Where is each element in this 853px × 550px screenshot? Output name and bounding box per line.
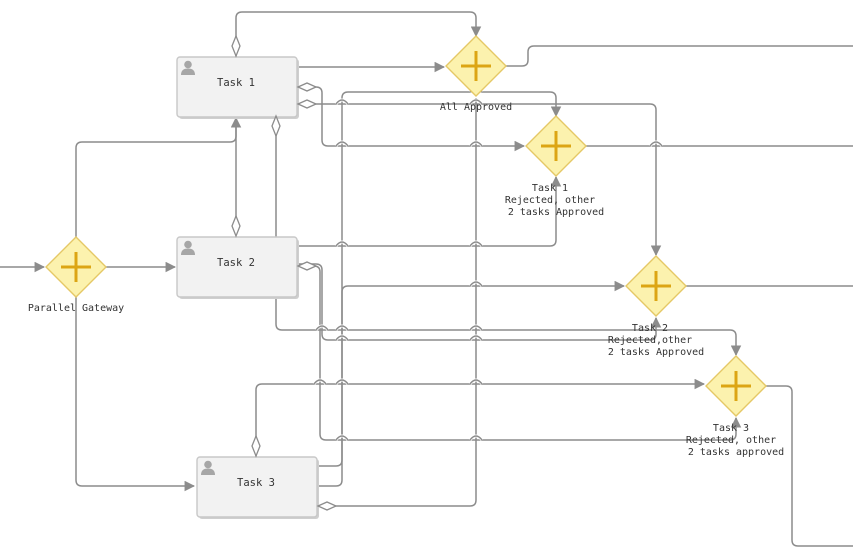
flow-task3-top-to-task3-rejected[interactable] [255,378,706,457]
connection-handle[interactable] [271,114,281,138]
task-1[interactable]: Task 1 [176,56,299,119]
plus-icon [541,131,571,161]
task-3-label: Task 3 [237,477,275,489]
connection-handle[interactable] [296,82,318,92]
parallel-gateway[interactable] [45,236,107,298]
hop [469,241,483,247]
plus-icon [61,252,91,282]
hop [335,99,349,105]
connection-handles [231,34,338,511]
hop [469,141,483,147]
hop [469,335,483,341]
all-approved-gateway[interactable] [445,35,507,97]
flow-parallel-to-task1[interactable] [75,116,242,237]
user-icon [181,240,195,255]
hop [335,241,349,247]
flow-task3-to-all-approved-b[interactable] [318,98,477,507]
flow-task2-to-task1-rejected[interactable] [298,175,562,247]
hop [335,325,349,331]
hop [469,325,483,331]
sequence-flows [0,11,853,547]
task2-rejected-gateway[interactable] [625,255,687,317]
parallel-gateway-label: Parallel Gateway [28,303,124,314]
task3-rejected-label: Task 3 Rejected, other 2 tasks approved [686,423,784,458]
flow-task3-rejected-out[interactable] [766,385,853,547]
connection-handle[interactable] [231,214,241,238]
connection-handle[interactable] [251,434,261,458]
connection-handle[interactable] [231,34,241,58]
hop [313,379,327,385]
flow-task1-to-task2-rejected[interactable] [298,103,662,257]
hop [335,335,349,341]
hop [469,379,483,385]
line-jumps [312,86,664,441]
task3-rejected-gateway[interactable] [705,355,767,417]
flow-task3-to-task2-rejected[interactable] [316,280,626,487]
hop [335,141,349,147]
user-icon [201,460,215,475]
task-2[interactable]: Task 2 [176,236,299,299]
task-3[interactable]: Task 3 [196,456,319,519]
connection-handle[interactable] [296,99,318,109]
user-icon [181,60,195,75]
plus-icon [721,371,751,401]
flow-task2-to-task3-rejected[interactable] [298,263,662,341]
connection-handle[interactable] [296,261,318,271]
hop [469,99,483,105]
hop [315,325,329,331]
hop [335,379,349,385]
hop [469,435,483,441]
connection-handle[interactable] [316,501,338,511]
task1-rejected-label: Task 1 Rejected, other 2 tasks Approved [505,183,604,218]
flow-task1-to-task3-rejected[interactable] [275,118,742,357]
task2-rejected-label: Task 2 Rejected,other 2 tasks Approved [608,323,704,358]
hop [649,141,663,147]
all-approved-label: All Approved [440,102,512,113]
plus-icon [641,271,671,301]
flow-task3-to-all-approved-a[interactable] [316,91,562,467]
task-2-label: Task 2 [217,257,255,269]
flow-task2-to-task3-rejected-bottom[interactable] [298,265,742,441]
hop [469,281,483,287]
flow-all-approved-out[interactable] [506,45,853,67]
flow-parallel-to-task3[interactable] [75,297,196,492]
task1-rejected-gateway[interactable] [525,115,587,177]
flow-task1-to-task1-rejected[interactable] [298,86,526,152]
plus-icon [461,51,491,81]
hop [335,435,349,441]
flow-task1-top-to-all-approved[interactable] [235,11,482,57]
task-1-label: Task 1 [217,77,255,89]
